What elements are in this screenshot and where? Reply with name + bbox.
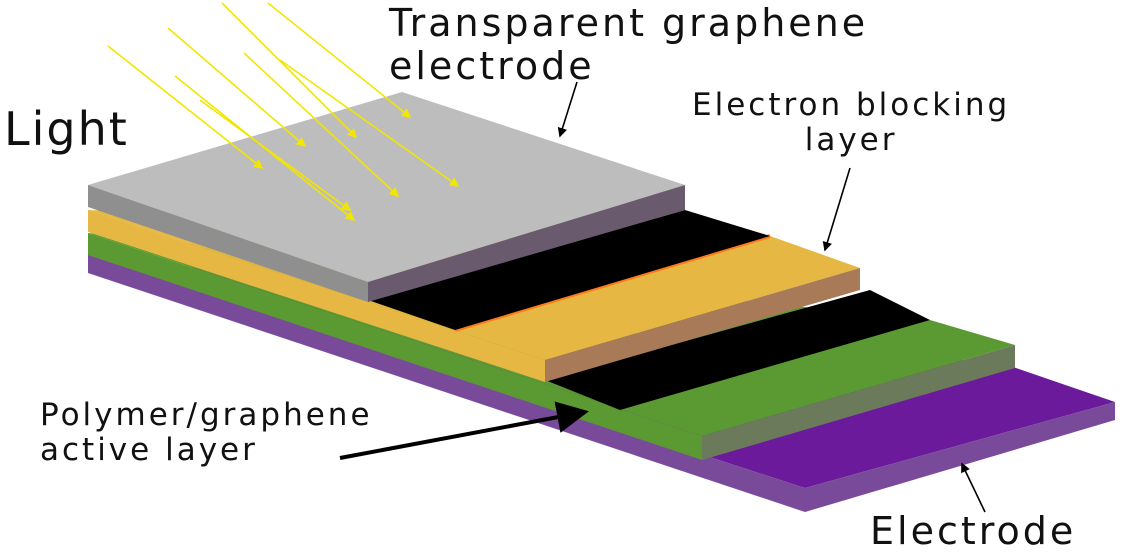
black-strip-lower: [545, 290, 930, 410]
electron-blocking-label: Electron blocking layer: [692, 88, 1010, 157]
light-rays: [107, 2, 460, 222]
transparent-electrode-label: Transparent graphene electrode: [389, 2, 868, 87]
transparent-electrode-label-line2: electrode: [389, 43, 595, 88]
transparent-electrode-label-line1: Transparent graphene: [389, 1, 869, 45]
active-layer-label-line2: active layer: [40, 431, 258, 468]
active-layer-label: Polymer/graphene active layer: [40, 398, 373, 467]
black-strip-upper: [368, 210, 770, 330]
electron-blocking-label-line2: layer: [804, 121, 898, 158]
electron-blocking-label-line1: Electron blocking: [692, 87, 1011, 123]
light-label: Light: [4, 102, 129, 156]
pointer-electron-blocking: [822, 167, 851, 252]
pointer-active-layer: [339, 401, 589, 460]
pointer-transparent-electrode: [557, 81, 578, 138]
bottom-electrode-label: Electrode: [870, 509, 1077, 553]
graphene-electrode-layer: [88, 92, 685, 302]
active-layer-label-line1: Polymer/graphene: [40, 397, 373, 433]
pointer-bottom-electrode: [961, 462, 986, 513]
